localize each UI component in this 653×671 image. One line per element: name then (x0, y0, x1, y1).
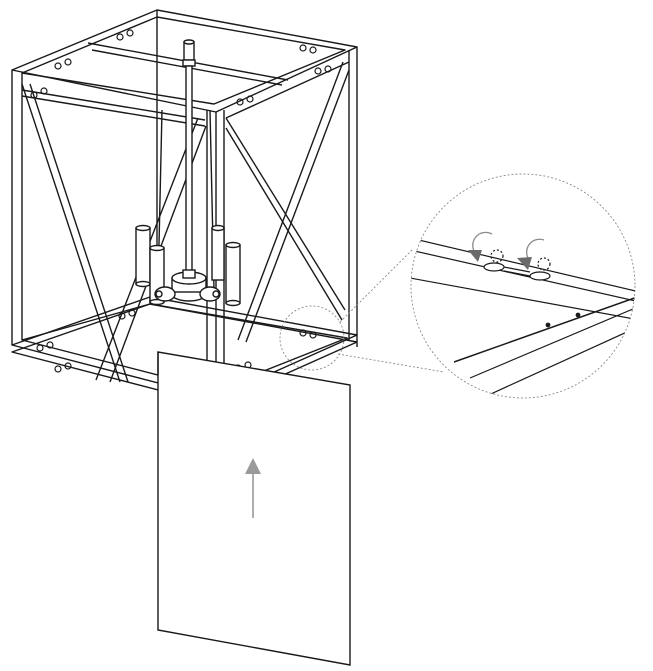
rotate-arrow-icon (468, 231, 493, 262)
frame-bottom (11, 296, 358, 406)
candle-cup (135, 224, 151, 288)
clip-detail (483, 249, 551, 281)
callout-circle (410, 173, 636, 399)
callout-source-ring (279, 305, 345, 371)
bottom-panel (157, 351, 351, 666)
candle-cup (211, 224, 225, 281)
callout-leader (337, 353, 445, 373)
stem-cap (183, 39, 195, 45)
stem-collar (182, 59, 196, 67)
center-hub (154, 269, 221, 302)
frame-left-braces (21, 83, 207, 383)
candle-cup (225, 241, 241, 307)
up-arrow-icon (245, 458, 261, 518)
rotate-arrow-icon (517, 238, 545, 270)
candle-cluster (135, 39, 241, 307)
callout-detail (411, 237, 635, 398)
center-stem (185, 65, 193, 277)
chandelier-frame (11, 9, 358, 406)
callout-leader (339, 249, 413, 323)
frame-right-braces (225, 61, 350, 343)
detail-callout (279, 173, 636, 399)
